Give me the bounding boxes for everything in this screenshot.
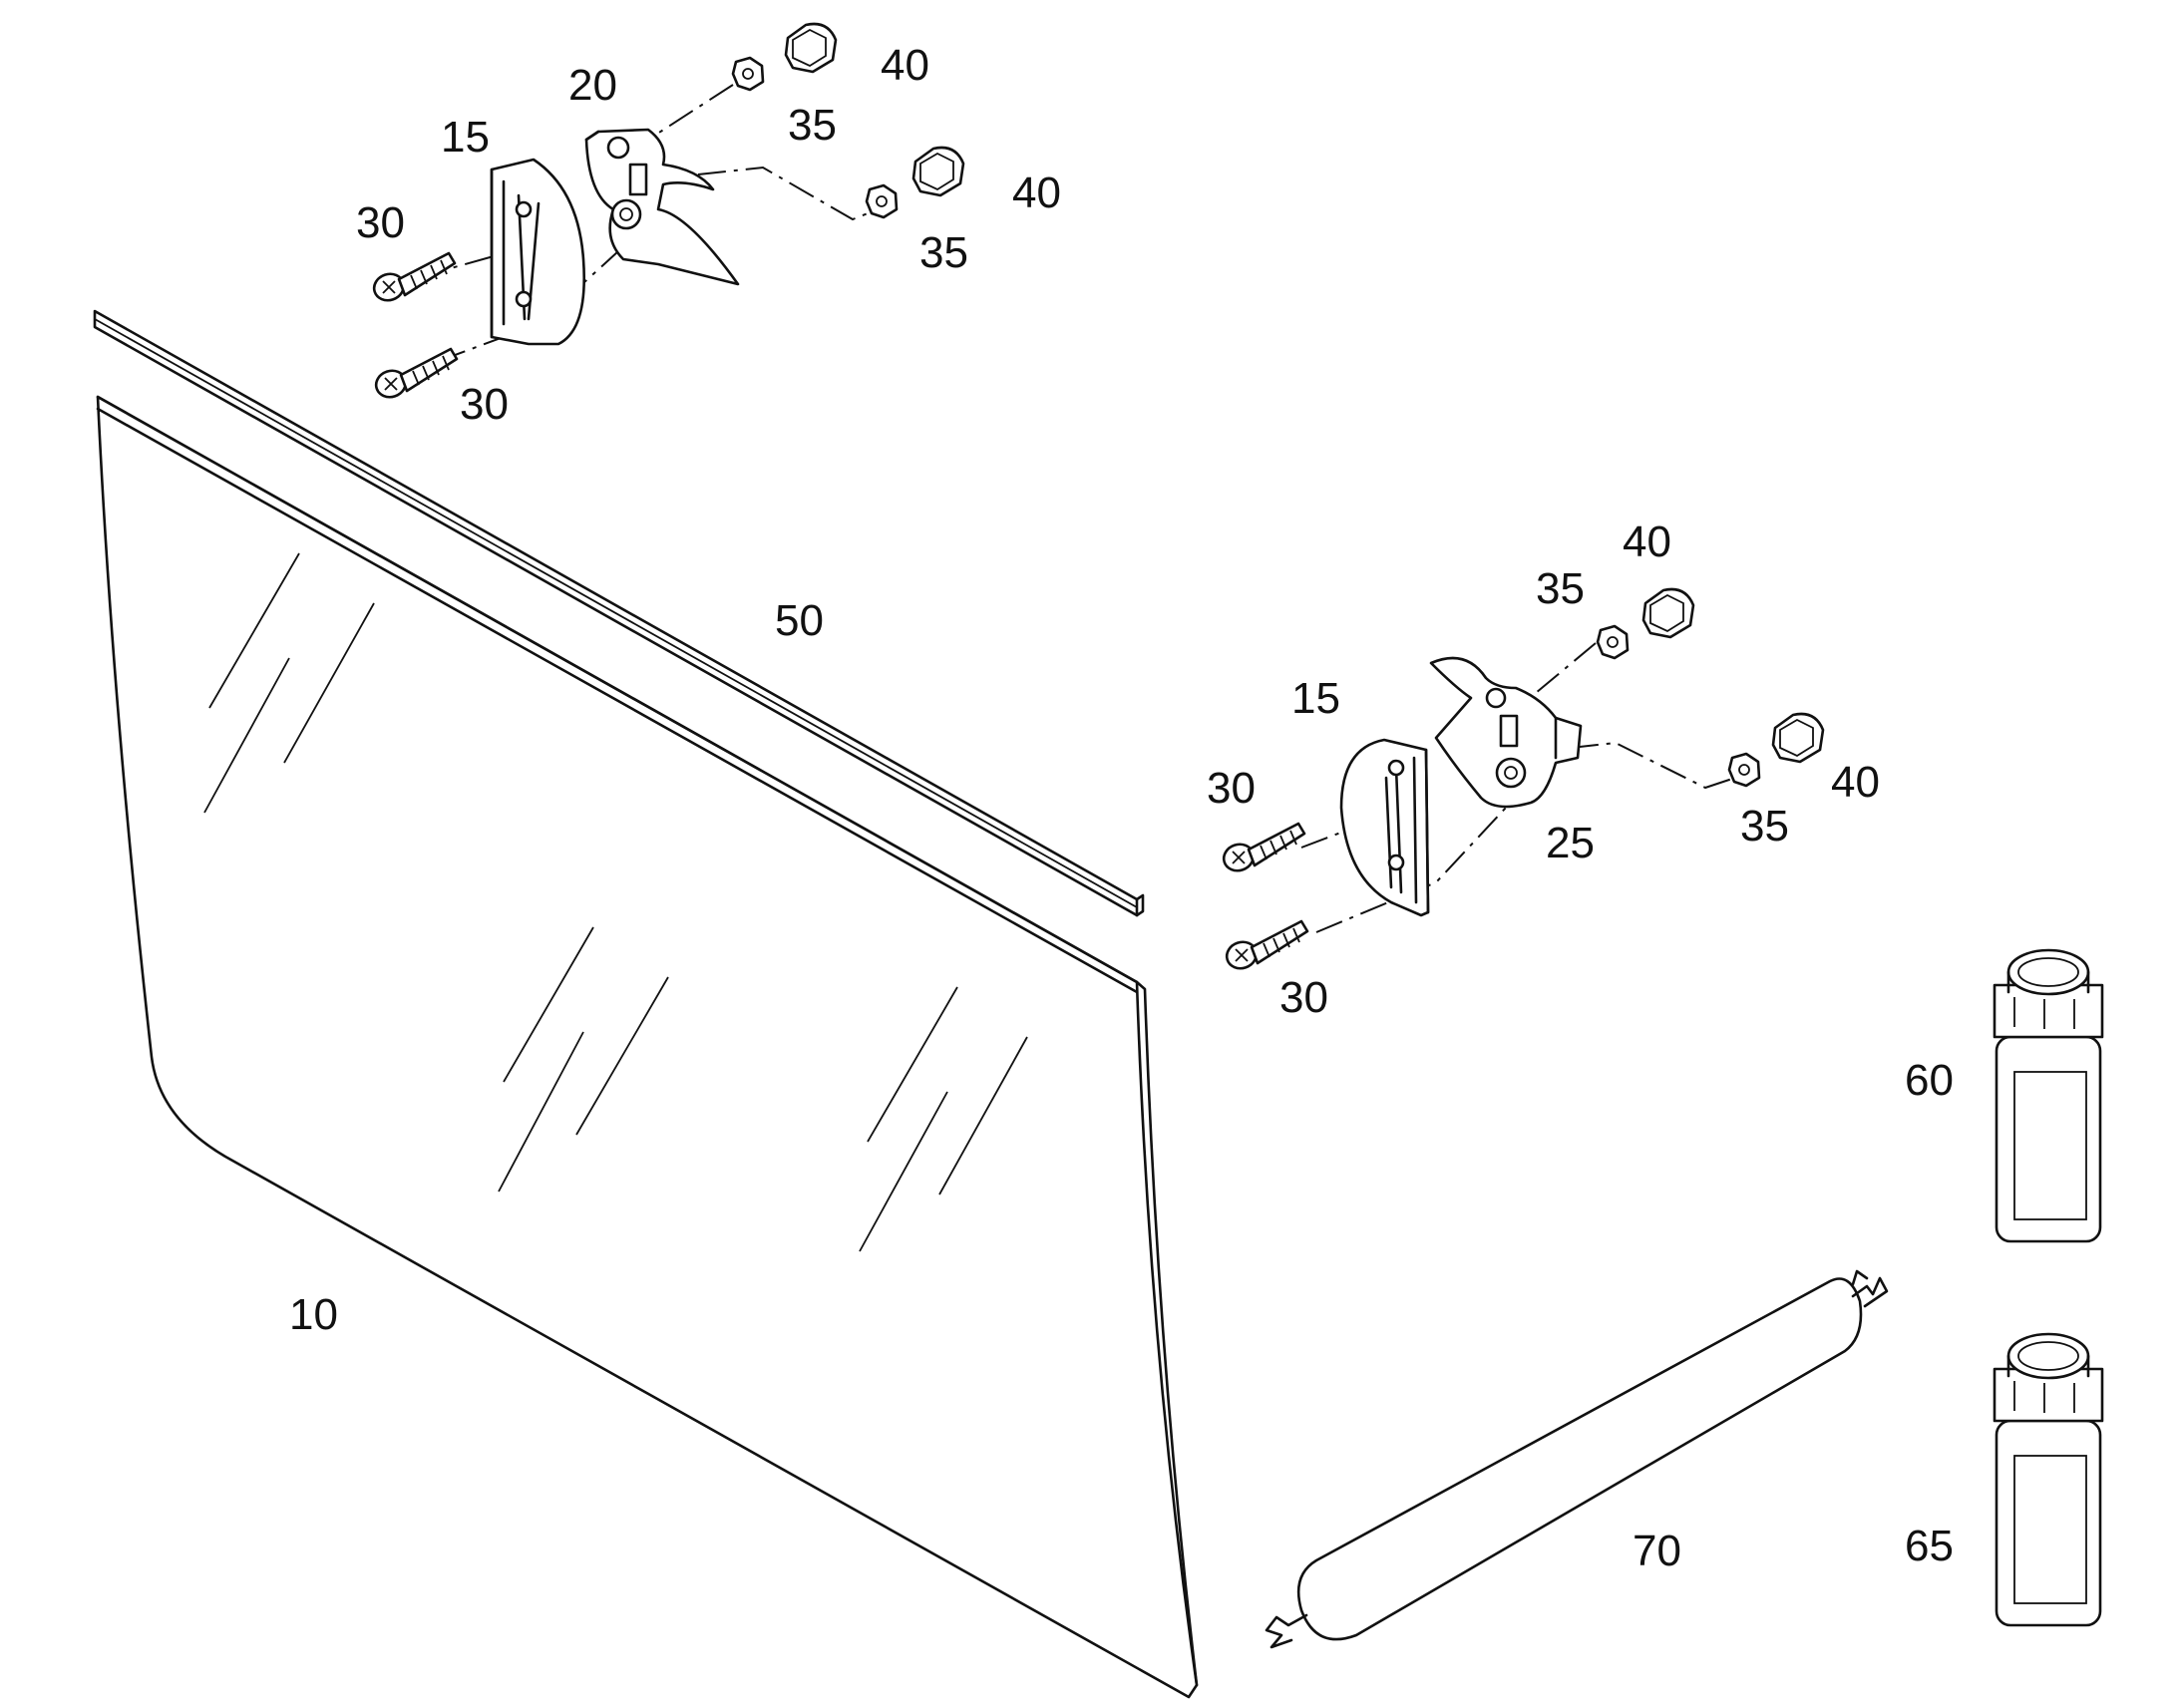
callout-labels: 10 15 15 20 25 30 30 30 30 35 35 35 35 4…	[289, 41, 1954, 1575]
callout-30-br-upper: 30	[1207, 764, 1256, 813]
sealant-tube-part	[1265, 1269, 1889, 1649]
latch-left-part	[584, 128, 740, 286]
screw-left-lower	[374, 347, 459, 399]
bottle-65-part	[1993, 1332, 2104, 1627]
callout-30-tl-upper: 30	[356, 198, 405, 247]
callout-65: 65	[1905, 1522, 1954, 1570]
nut-right-2	[1727, 752, 1761, 788]
callout-70: 70	[1633, 1527, 1681, 1575]
handle-left-part	[490, 158, 585, 346]
screw-left-upper	[372, 251, 457, 302]
nut-left-1	[731, 56, 765, 92]
callout-35-br-1: 35	[1536, 564, 1585, 613]
latch-assembly-right	[1222, 587, 1825, 970]
callout-30-tl-lower: 30	[460, 380, 509, 429]
callout-40-tl-1: 40	[881, 41, 929, 90]
capnut-right-1	[1641, 587, 1695, 639]
screw-right-upper	[1222, 822, 1306, 872]
callout-60: 60	[1905, 1056, 1954, 1105]
callout-15-right: 15	[1291, 674, 1340, 723]
nut-right-1	[1596, 624, 1630, 660]
capnut-left-1	[784, 22, 838, 74]
nut-left-2	[865, 183, 899, 219]
latch-assembly-left	[372, 22, 965, 399]
windshield-glass	[96, 395, 1199, 1699]
callout-10: 10	[289, 1290, 338, 1339]
callout-40-tl-2: 40	[1012, 169, 1061, 217]
capnut-left-2	[911, 146, 965, 197]
callout-40-br-1: 40	[1623, 517, 1671, 566]
latch-right-part	[1429, 656, 1583, 809]
callout-40-br-2: 40	[1831, 758, 1880, 807]
seal-strip	[93, 309, 1145, 917]
callout-35-br-2: 35	[1740, 802, 1789, 851]
capnut-right-2	[1771, 712, 1825, 764]
callout-35-tl-2: 35	[919, 228, 968, 277]
callout-15-left: 15	[441, 113, 490, 162]
callout-35-tl-1: 35	[788, 101, 837, 150]
callout-50: 50	[775, 596, 824, 645]
callout-20: 20	[568, 61, 617, 110]
screw-right-lower	[1225, 919, 1309, 970]
bottle-60-part	[1993, 948, 2104, 1243]
callout-25: 25	[1546, 819, 1595, 867]
handle-right-part	[1339, 738, 1430, 917]
callout-30-br-lower: 30	[1279, 973, 1328, 1022]
glass-glare-lines	[203, 552, 1028, 1252]
